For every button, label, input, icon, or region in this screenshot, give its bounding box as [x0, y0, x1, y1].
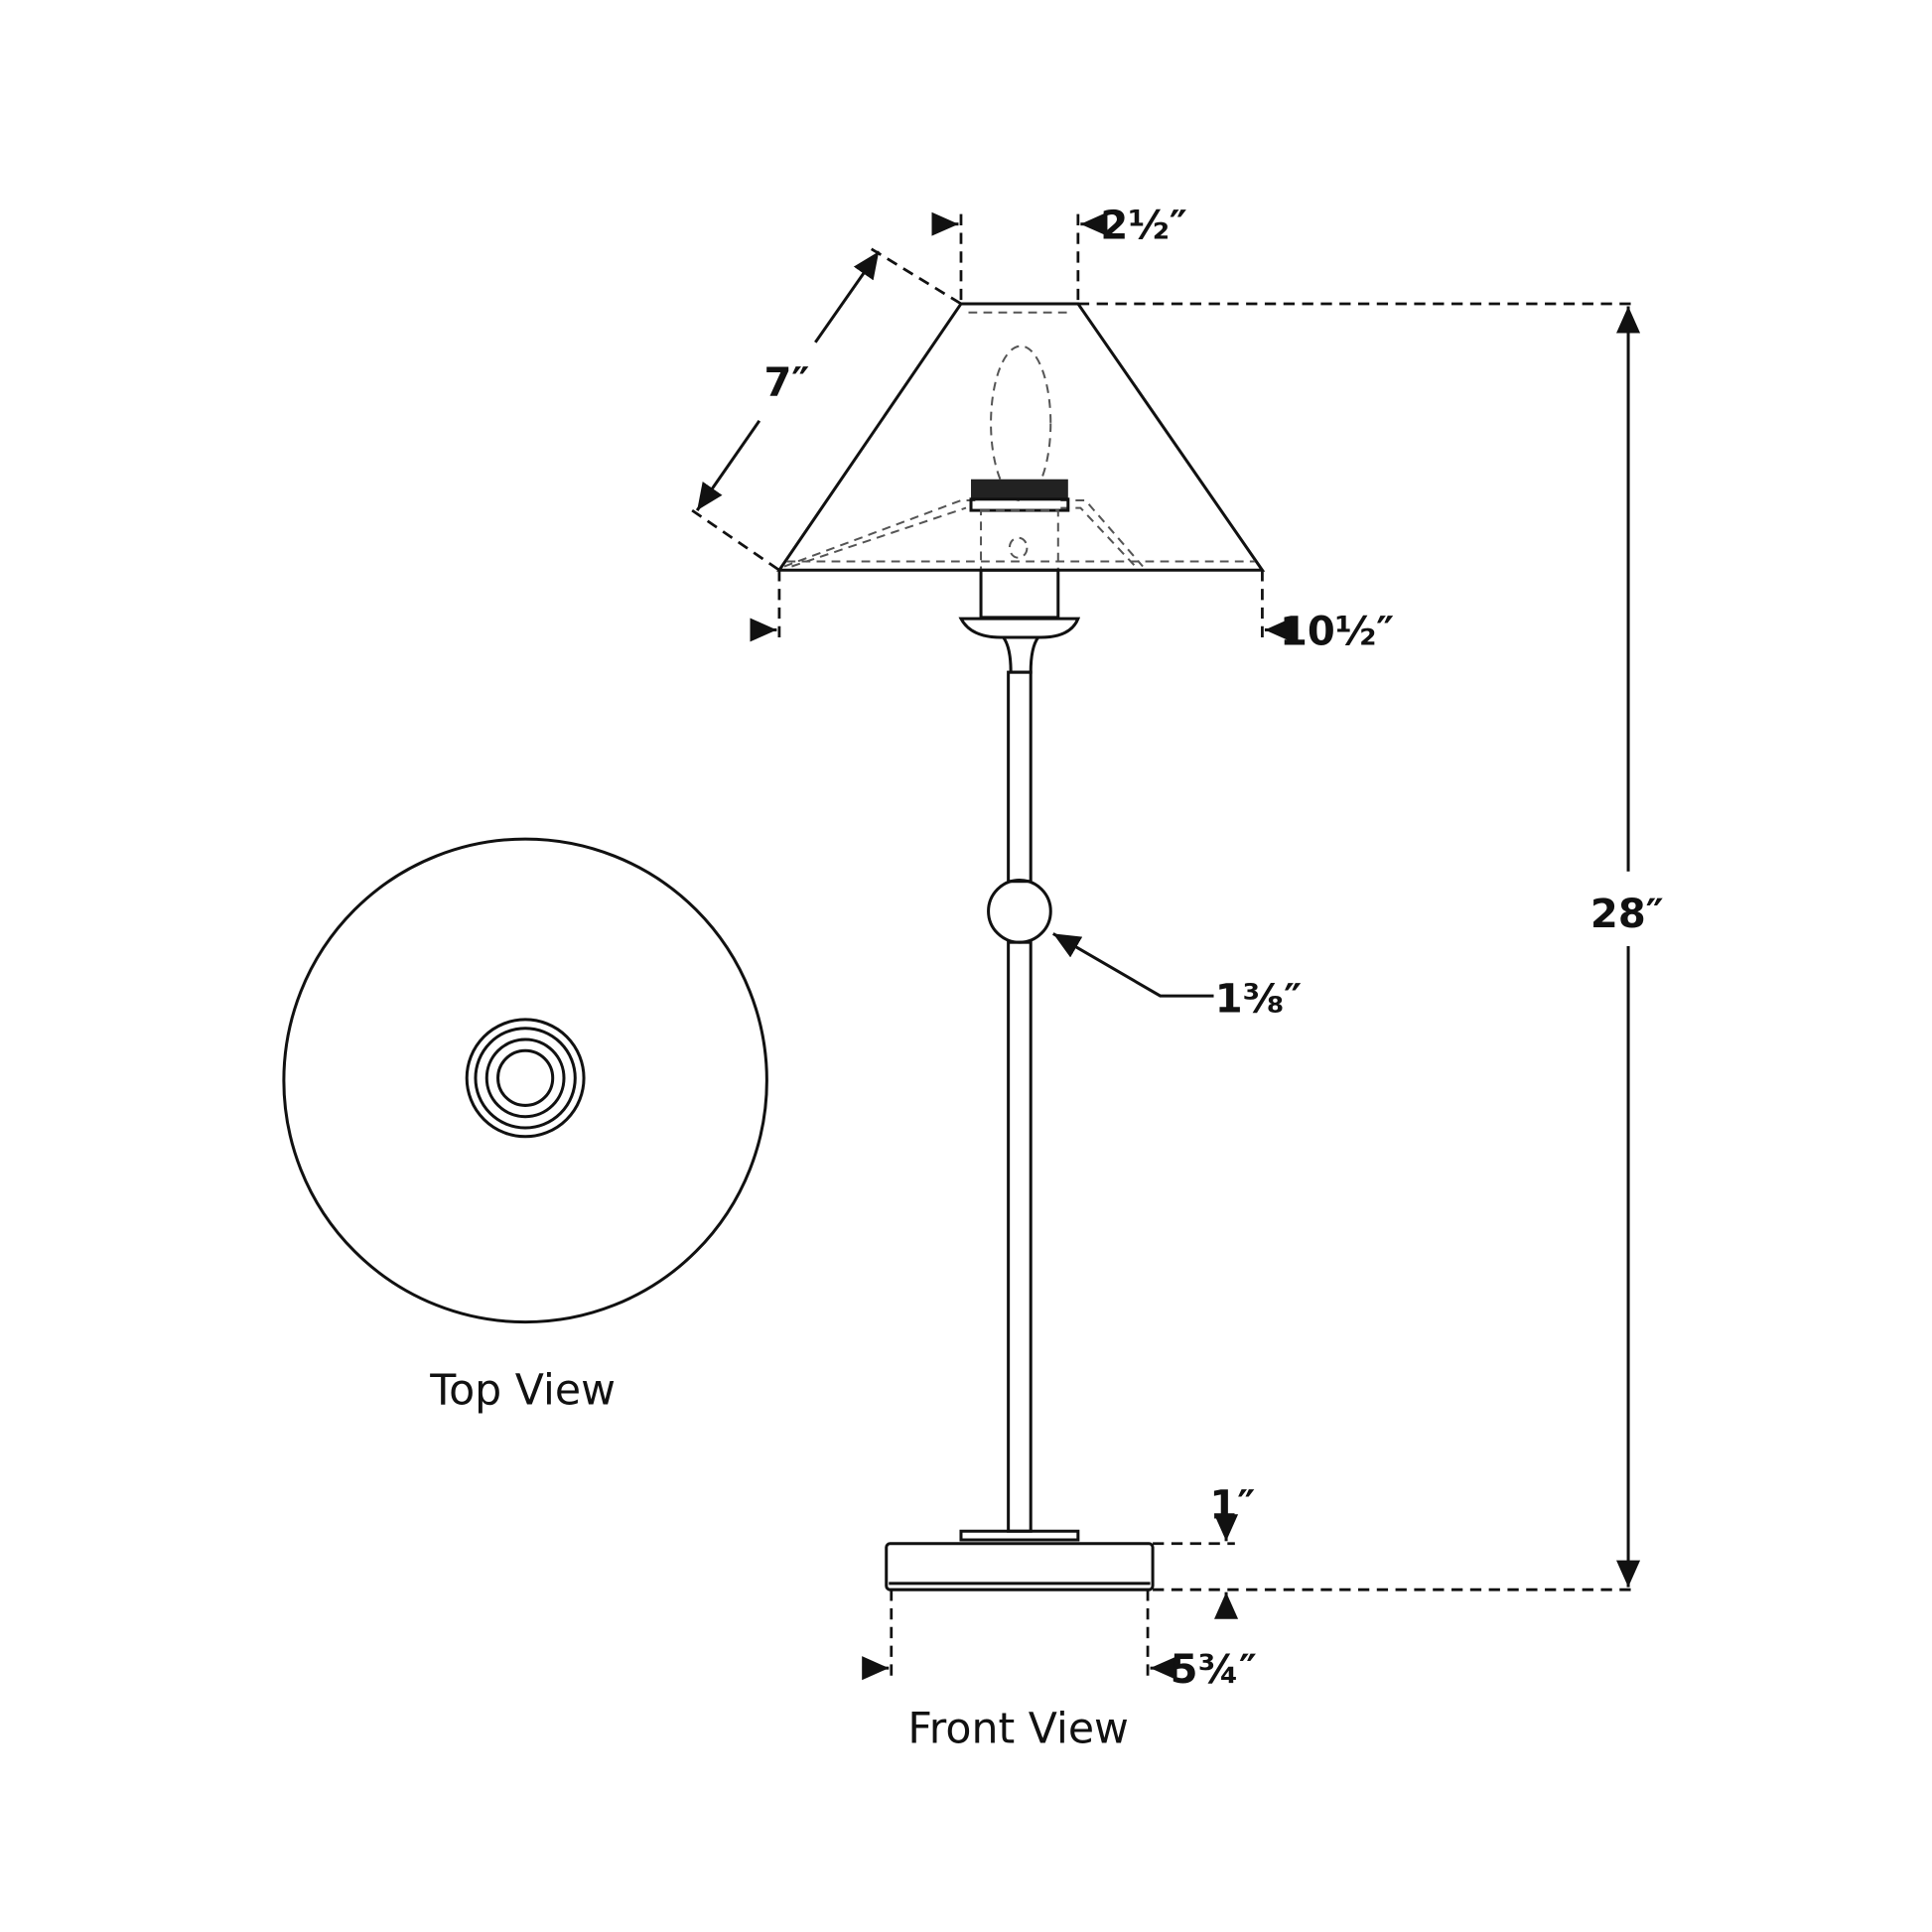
svg-text:7″: 7″ — [764, 360, 810, 406]
dimension-base-height: 1″ — [1153, 1483, 1255, 1619]
front-view-caption: Front View — [907, 1704, 1129, 1753]
svg-text:10½″: 10½″ — [1280, 610, 1394, 655]
svg-text:1⅜″: 1⅜″ — [1215, 976, 1302, 1022]
ball — [987, 878, 1052, 944]
svg-text:2½″: 2½″ — [1100, 204, 1186, 249]
front-view: Front View — [776, 302, 1266, 1753]
dimension-base-width: 5¾″ — [862, 1589, 1257, 1693]
dimension-ball: 1⅜″ — [1052, 932, 1302, 1022]
svg-text:5¾″: 5¾″ — [1171, 1647, 1257, 1693]
lamp-shade — [776, 302, 1266, 572]
socket — [971, 479, 1068, 499]
base — [885, 1542, 1155, 1591]
svg-text:1″: 1″ — [1209, 1483, 1255, 1529]
dimension-shade-slant: 7″ — [691, 247, 962, 572]
top-view-caption: Top View — [429, 1365, 616, 1415]
dimension-overall-height: 28″ — [1077, 302, 1664, 1591]
dimension-shade-bottom: 10½″ — [750, 570, 1394, 655]
top-view: Top View — [282, 837, 768, 1415]
bulb — [990, 345, 1052, 502]
svg-text:28″: 28″ — [1590, 892, 1664, 937]
dimension-shade-top: 2½″ — [931, 204, 1187, 304]
